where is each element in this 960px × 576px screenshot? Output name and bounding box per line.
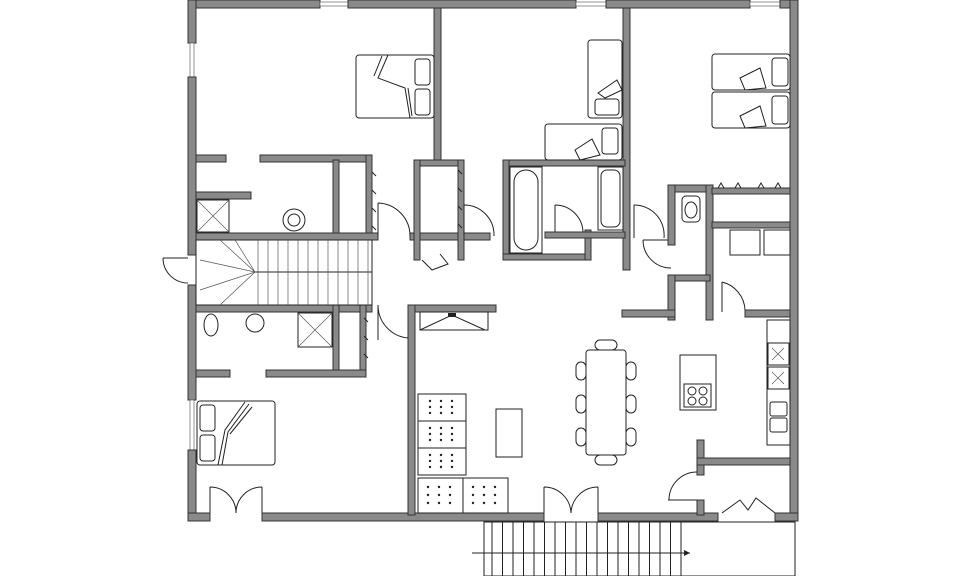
exterior-staircase: [472, 521, 796, 576]
button-tuft: [450, 453, 454, 457]
button-tuft: [493, 493, 497, 497]
door-swings: [162, 202, 776, 514]
coffee-table: [495, 408, 523, 458]
button-tuft: [439, 411, 443, 415]
button-tuft: [482, 493, 486, 497]
button-tuft: [450, 459, 454, 463]
button-tuft: [439, 438, 443, 442]
double-bed-lower: [196, 400, 276, 466]
chair: [575, 427, 587, 447]
single-bed: [711, 53, 791, 91]
button-tuft: [439, 459, 443, 463]
button-tuft: [428, 459, 432, 463]
button-tuft: [448, 501, 452, 505]
chair: [625, 394, 637, 414]
button-tuft: [450, 438, 454, 442]
button-tuft: [428, 432, 432, 436]
chair: [594, 454, 618, 466]
button-tuft: [448, 493, 452, 497]
kitchen-counter: [766, 319, 791, 446]
button-tuft: [450, 426, 454, 430]
single-bed: [544, 123, 623, 161]
stair-winder: [199, 239, 257, 306]
button-tuft: [450, 465, 454, 469]
dining-table: [585, 349, 627, 456]
button-tuft: [439, 453, 443, 457]
double-bed-master: [355, 54, 435, 119]
button-tuft: [439, 465, 443, 469]
button-tuft: [428, 399, 432, 403]
button-tuft: [428, 465, 432, 469]
button-tuft: [437, 501, 441, 505]
sofa-cushion: [417, 393, 467, 422]
sofa-cushion: [417, 477, 464, 514]
button-tuft: [493, 501, 497, 505]
button-tuft: [450, 405, 454, 409]
button-tuft: [482, 501, 486, 505]
button-tuft: [439, 432, 443, 436]
shower: [297, 312, 333, 348]
button-tuft: [471, 493, 475, 497]
chair: [625, 427, 637, 447]
kitchen-island: [679, 354, 717, 411]
button-tuft: [437, 485, 441, 489]
button-tuft: [439, 426, 443, 430]
button-tuft: [450, 411, 454, 415]
chair: [575, 394, 587, 414]
sofa-cushion: [462, 477, 509, 514]
washbasin: [245, 313, 265, 333]
toilet: [203, 313, 219, 337]
button-tuft: [439, 399, 443, 403]
button-tuft: [439, 405, 443, 409]
button-tuft: [428, 438, 432, 442]
chair: [625, 361, 637, 381]
button-tuft: [426, 493, 430, 497]
dining-set: [575, 339, 637, 466]
button-tuft: [428, 411, 432, 415]
washbasins-row: [729, 229, 791, 256]
button-tuft: [493, 485, 497, 489]
button-tuft: [450, 399, 454, 403]
washbasin-bowl: [287, 213, 301, 227]
button-tuft: [437, 493, 441, 497]
single-bed: [711, 91, 791, 129]
toilet: [681, 195, 701, 223]
interior-walls: [195, 7, 791, 516]
bathtub: [509, 166, 543, 254]
button-tuft: [482, 485, 486, 489]
button-tuft: [428, 405, 432, 409]
sofa: [417, 393, 509, 514]
button-tuft: [450, 432, 454, 436]
button-tuft: [471, 485, 475, 489]
button-tuft: [426, 501, 430, 505]
button-tuft: [426, 485, 430, 489]
button-tuft: [448, 485, 452, 489]
button-tuft: [428, 453, 432, 457]
chair: [575, 361, 587, 381]
arrow-head-icon: [684, 550, 690, 556]
button-tuft: [428, 426, 432, 430]
bathtub: [597, 166, 624, 231]
shower: [196, 199, 230, 233]
fireplace: [419, 311, 489, 331]
chair: [594, 339, 618, 351]
single-bed: [587, 39, 623, 119]
wardrobe-hangers: [363, 169, 782, 359]
button-tuft: [471, 501, 475, 505]
exterior-walls: [187, 0, 799, 522]
staircase-internal: [195, 239, 373, 306]
